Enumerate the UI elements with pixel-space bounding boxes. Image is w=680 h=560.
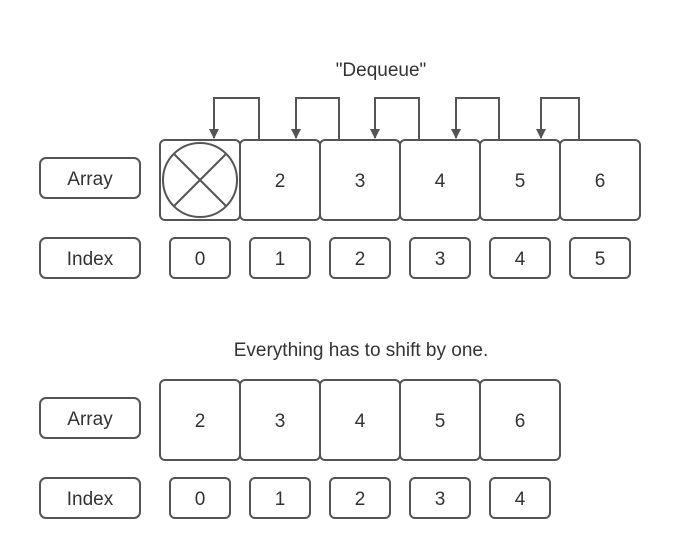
bottom-index-box: 0 [169,477,231,519]
removed-cell [159,139,241,221]
bottom-array-cell: 4 [319,379,401,461]
bottom-array-cell: 5 [399,379,481,461]
crossed-circle-icon [162,142,238,218]
top-cell-value: 4 [435,171,446,192]
top-index-row-label: Index [39,237,141,279]
top-index-value: 4 [515,249,526,270]
top-cell-value: 2 [275,171,286,192]
bottom-cell-value: 4 [355,411,366,432]
diagram-title: "Dequeue" [336,60,427,81]
shift-arrow [291,97,340,140]
shift-arrow [451,97,500,140]
bottom-index-value: 4 [515,489,526,510]
top-index-value: 3 [435,249,446,270]
top-index-label-text: Index [67,249,114,270]
bottom-array-cell: 2 [159,379,241,461]
shift-arrow [536,97,580,140]
bottom-index-box: 3 [409,477,471,519]
bottom-cell-value: 6 [515,411,526,432]
top-index-value: 5 [595,249,606,270]
bottom-index-box: 1 [249,477,311,519]
top-index-box: 4 [489,237,551,279]
bottom-index-box: 2 [329,477,391,519]
shift-arrow [209,97,260,140]
bottom-cell-value: 2 [195,411,206,432]
top-index-value: 0 [195,249,206,270]
shift-arrow [370,97,420,140]
top-array-cell: 5 [479,139,561,221]
top-cell-value: 3 [355,171,366,192]
top-array-row-label: Array [39,157,141,199]
top-index-box: 5 [569,237,631,279]
top-index-box: 2 [329,237,391,279]
top-array-label-text: Array [67,169,113,190]
bottom-index-value: 3 [435,489,446,510]
bottom-index-value: 0 [195,489,206,510]
shift-arrows [209,97,580,140]
bottom-index-value: 2 [355,489,366,510]
top-array-cell: 4 [399,139,481,221]
bottom-index-row-label: Index [39,477,141,519]
bottom-index-label-text: Index [67,489,114,510]
bottom-cell-value: 5 [435,411,446,432]
top-index-box: 0 [169,237,231,279]
top-array-cell: 3 [319,139,401,221]
top-index-value: 1 [275,249,286,270]
bottom-array-cell: 6 [479,379,561,461]
bottom-cell-value: 3 [275,411,286,432]
top-index-box: 3 [409,237,471,279]
bottom-index-value: 1 [275,489,286,510]
bottom-array-row-label: Array [39,397,141,439]
top-index-value: 2 [355,249,366,270]
top-array-cell: 2 [239,139,321,221]
bottom-array-label-text: Array [67,409,113,430]
bottom-index-box: 4 [489,477,551,519]
top-cell-value: 6 [595,171,606,192]
top-cell-value: 5 [515,171,526,192]
top-index-box: 1 [249,237,311,279]
bottom-array-cell: 3 [239,379,321,461]
top-array-cell: 6 [559,139,641,221]
diagram-caption: Everything has to shift by one. [234,340,489,361]
